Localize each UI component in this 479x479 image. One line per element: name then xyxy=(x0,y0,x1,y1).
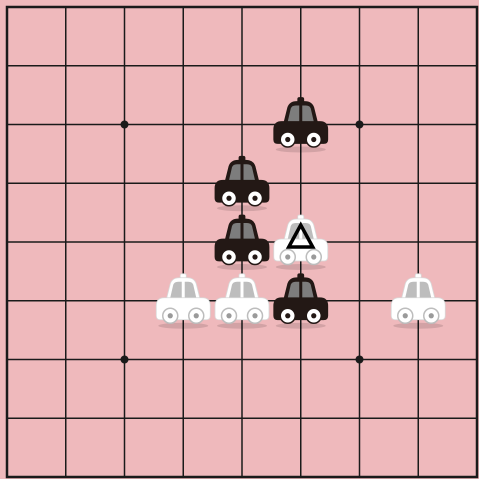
car-wheel-hub xyxy=(311,313,316,318)
car-shadow xyxy=(393,323,443,329)
car-wheel-hub xyxy=(285,137,290,142)
car-shadow xyxy=(276,323,326,329)
star-point xyxy=(356,121,364,129)
car-wheel-hub xyxy=(311,137,316,142)
car-shadow xyxy=(158,323,208,329)
car-wheel-hub xyxy=(252,196,257,201)
car-wheel-hub xyxy=(285,313,290,318)
car-wheel-hub xyxy=(429,313,434,318)
car-shadow xyxy=(217,323,267,329)
car-wheel-hub xyxy=(252,254,257,259)
car-wheel-hub xyxy=(194,313,199,318)
car-wheel-hub xyxy=(285,254,290,259)
star-point xyxy=(356,356,364,364)
car-shadow xyxy=(276,264,326,270)
car-shadow xyxy=(217,205,267,211)
car-wheel-hub xyxy=(252,313,257,318)
car-wheel-hub xyxy=(226,196,231,201)
star-point xyxy=(121,356,129,364)
car-wheel-hub xyxy=(403,313,408,318)
car-wheel-hub xyxy=(226,254,231,259)
star-point xyxy=(121,121,129,129)
car-wheel-hub xyxy=(226,313,231,318)
car-shadow xyxy=(217,264,267,270)
car-wheel-hub xyxy=(168,313,173,318)
car-wheel-hub xyxy=(311,254,316,259)
car-shadow xyxy=(276,147,326,153)
